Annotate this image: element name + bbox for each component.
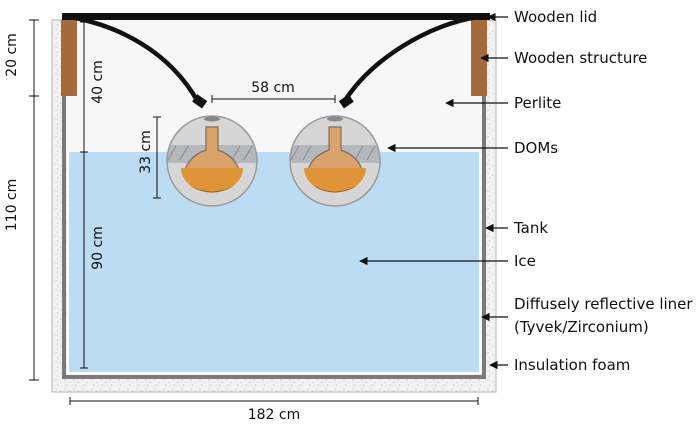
- wooden-post-right: [471, 20, 487, 96]
- wooden-post-left: [61, 20, 77, 96]
- wooden-lid: [62, 13, 490, 20]
- dim-dom-spacing: 58 cm: [251, 80, 295, 96]
- label-insulation: Insulation foam: [514, 356, 630, 374]
- dom-left: [166, 94, 258, 207]
- dim-ice-depth: 90 cm: [90, 226, 106, 270]
- ice-volume: [68, 152, 480, 374]
- pointer-arrows: [359, 12, 508, 370]
- label-ice: Ice: [514, 252, 536, 270]
- label-tank: Tank: [513, 219, 548, 237]
- tank-wall: [62, 95, 486, 379]
- label-wooden-lid: Wooden lid: [514, 8, 597, 26]
- dim-dom-diameter: 33 cm: [138, 130, 154, 174]
- label-liner-line2: (Tyvek/Zirconium): [514, 318, 649, 336]
- dim-perlite-depth: 40 cm: [90, 60, 106, 104]
- label-perlite: Perlite: [514, 94, 561, 112]
- dim-total-height: 110 cm: [4, 179, 20, 232]
- dim-width: 182 cm: [248, 407, 301, 423]
- cable-left: [69, 14, 200, 104]
- reflective-liner: [67, 152, 481, 374]
- label-liner-line1: Diffusely reflective liner: [514, 295, 693, 313]
- dim-top-gap: 20 cm: [4, 33, 20, 77]
- dom-right: [289, 94, 381, 207]
- cable-right: [342, 14, 479, 104]
- label-wooden-structure: Wooden structure: [514, 49, 647, 67]
- dimension-lines: [29, 19, 479, 405]
- label-doms: DOMs: [514, 139, 558, 157]
